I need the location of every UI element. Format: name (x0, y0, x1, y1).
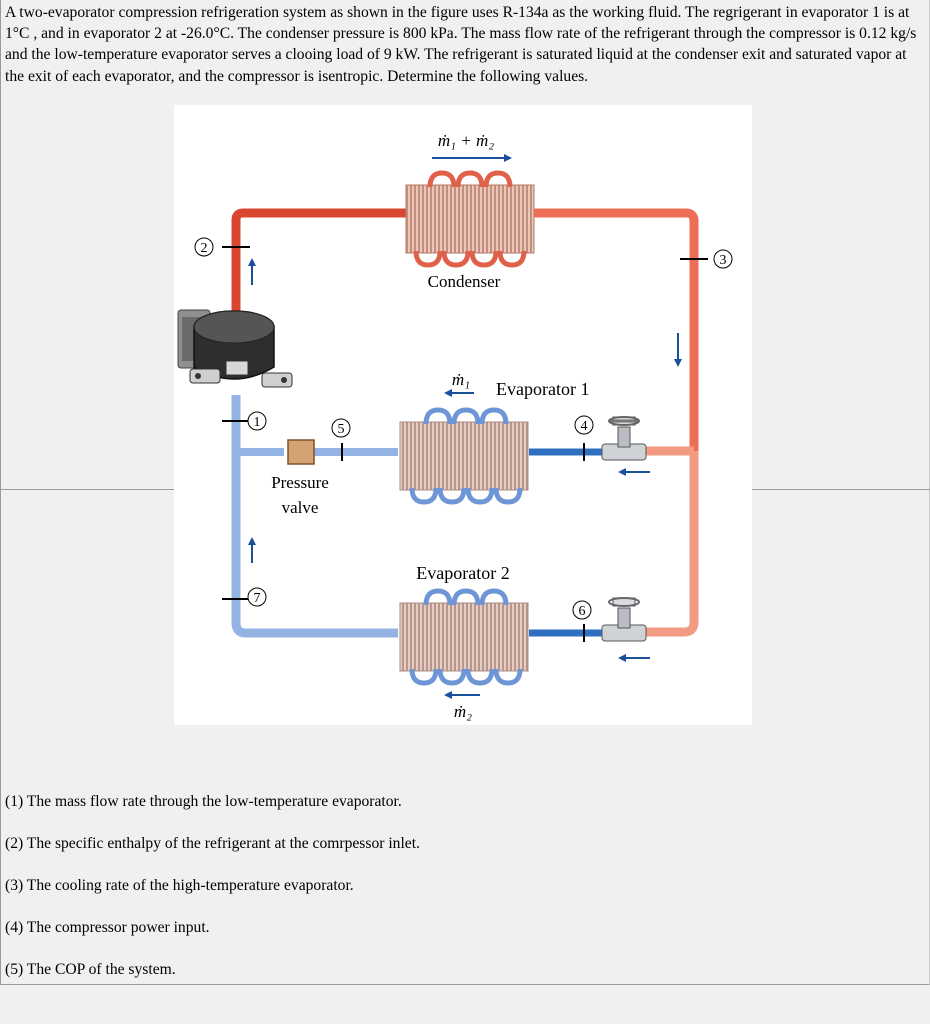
evaporator1-label: Evaporator 1 (496, 379, 589, 399)
state-markers (194, 237, 733, 620)
condenser-label: Condenser (428, 272, 501, 291)
state-4-label: 4 (581, 419, 588, 434)
state-1-label: 1 (254, 415, 261, 430)
question-3: (3) The cooling rate of the high-tempera… (5, 877, 354, 894)
pipe-suction (231, 395, 398, 638)
flow-arrows (248, 154, 682, 699)
evaporator-2 (399, 588, 529, 686)
pipe-liquid-right (644, 451, 699, 637)
condenser (405, 170, 535, 268)
pipe-discharge (231, 208, 406, 320)
state-3-marker (713, 249, 733, 269)
pipe-condenser-out (534, 208, 699, 451)
state-7-marker (247, 587, 267, 607)
state-6-label: 6 (579, 604, 586, 619)
pressure-valve-label-1: Pressure (271, 473, 329, 492)
state-5-marker (331, 418, 351, 438)
question-5: (5) The COP of the system. (5, 961, 176, 978)
state-5-label: 5 (338, 422, 345, 437)
problem-statement: A two-evaporator compression refrigerati… (5, 4, 917, 85)
expansion-valve-1 (601, 416, 647, 461)
state-numbers: 2 3 1 5 4 6 7 (201, 241, 727, 619)
refrigeration-diagram: 2 3 1 5 4 6 7 ṁ₁ + ṁ₂ Condenser ṁ₁ Evapo… (174, 105, 752, 725)
m2-label: ṁ₂ (454, 702, 472, 721)
evaporator-1 (399, 407, 529, 505)
pressure-valve-label-2: valve (282, 498, 319, 517)
m1-label: ṁ₁ (452, 370, 470, 389)
question-2: (2) The specific enthalpy of the refrige… (5, 835, 420, 852)
state-7-label: 7 (254, 591, 261, 606)
expansion-valve-2 (601, 597, 647, 642)
state-ticks (222, 246, 708, 642)
evaporator2-label: Evaporator 2 (416, 563, 509, 583)
compressor (177, 309, 293, 388)
question-1: (1) The mass flow rate through the low-t… (5, 793, 402, 810)
state-4-marker (574, 415, 594, 435)
state-2-label: 2 (201, 241, 208, 256)
diagram-svg: 2 3 1 5 4 6 7 ṁ₁ + ṁ₂ Condenser ṁ₁ Evapo… (177, 131, 733, 721)
total-flow-label: ṁ₁ + ṁ₂ (438, 131, 494, 150)
question-4: (4) The compressor power input. (5, 919, 210, 936)
state-1-marker (247, 411, 267, 431)
pressure-valve (287, 439, 315, 465)
state-6-marker (572, 600, 592, 620)
state-2-marker (194, 237, 214, 257)
state-3-label: 3 (720, 253, 727, 268)
